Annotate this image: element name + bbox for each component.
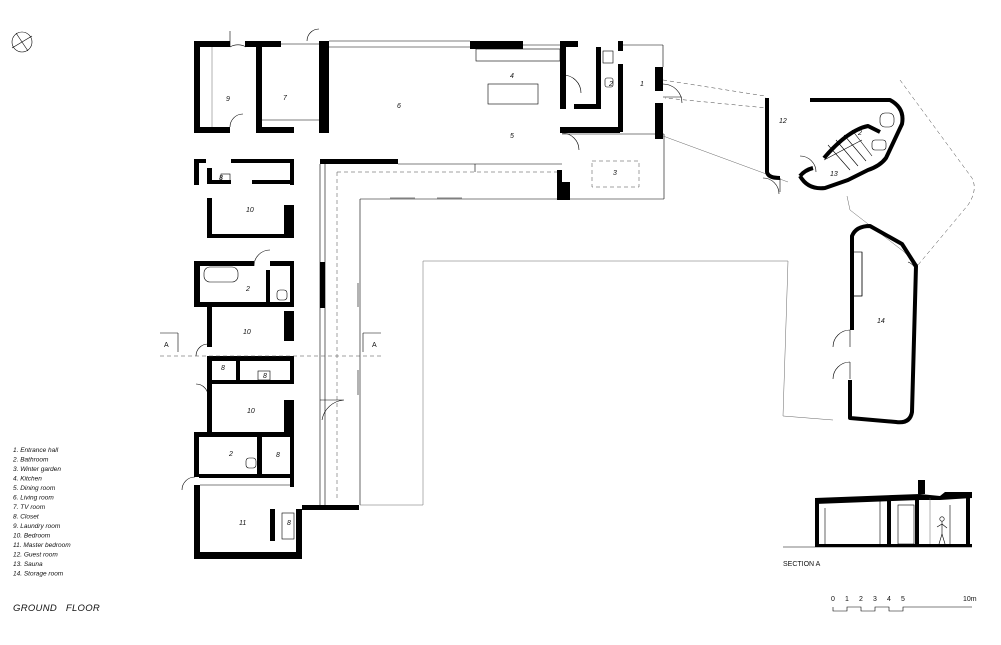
legend-item: 5. Dining room bbox=[13, 485, 56, 492]
room-label: 12 bbox=[779, 118, 787, 125]
scale-end-label: 10m bbox=[963, 596, 977, 603]
legend-item: 1. Entrance hall bbox=[13, 447, 59, 454]
room-label: 8 bbox=[219, 175, 223, 182]
room-label: 10 bbox=[243, 329, 251, 336]
legend-item: 7. TV room bbox=[13, 504, 46, 511]
scale-tick: 1 bbox=[845, 596, 849, 603]
scale-tick: 0 bbox=[831, 596, 835, 603]
scale-tick: 4 bbox=[887, 596, 891, 603]
storage-walls bbox=[832, 224, 918, 425]
room-label: 2 bbox=[245, 286, 250, 293]
west-wing-walls bbox=[181, 28, 359, 559]
section-marker-right: A bbox=[372, 342, 377, 349]
section-marker-left: A bbox=[164, 342, 169, 349]
scale-tick: 3 bbox=[873, 596, 877, 603]
room-label: 9 bbox=[226, 96, 230, 103]
canopy-outline bbox=[662, 79, 975, 266]
room-label: 11 bbox=[239, 520, 246, 527]
room-label: 10 bbox=[246, 207, 254, 214]
room-label: 6 bbox=[397, 103, 401, 110]
room-label: 13 bbox=[830, 171, 838, 178]
legend-item: 13. Sauna bbox=[13, 561, 43, 568]
scale-tick: 5 bbox=[901, 596, 905, 603]
legend-item: 14. Storage room bbox=[13, 571, 64, 578]
legend-item: 2. Bathroom bbox=[12, 457, 49, 464]
legend-item: 6. Living room bbox=[13, 495, 54, 502]
guest-house-walls bbox=[762, 98, 905, 195]
plan-title: GROUND FLOOR bbox=[13, 603, 100, 614]
room-labels: 1 2 3 4 5 6 7 9 8 10 2 10 8 8 10 2 8 11 … bbox=[219, 73, 885, 527]
central-block-walls bbox=[329, 40, 683, 200]
legend-item: 11. Master bedroom bbox=[13, 542, 71, 549]
room-label: 8 bbox=[263, 373, 267, 380]
room-label: 2 bbox=[857, 130, 862, 137]
north-arrow-icon bbox=[11, 31, 33, 53]
room-label: 2 bbox=[608, 81, 613, 88]
room-label: 5 bbox=[510, 133, 514, 140]
section-title: SECTION A bbox=[783, 561, 821, 568]
room-label: 14 bbox=[877, 318, 885, 325]
room-label: 8 bbox=[276, 452, 280, 459]
room-label: 2 bbox=[228, 451, 233, 458]
legend-item: 3. Winter garden bbox=[13, 466, 61, 473]
room-label: 4 bbox=[510, 73, 514, 80]
legend-item: 4. Kitchen bbox=[13, 476, 42, 483]
section-markers: A A bbox=[160, 332, 381, 357]
legend-item: 8. Closet bbox=[13, 514, 40, 521]
scale-tick: 2 bbox=[859, 596, 863, 603]
scale-bar: 0 1 2 3 4 5 10m bbox=[831, 596, 977, 612]
legend: 1. Entrance hall 2. Bathroom 3. Winter g… bbox=[12, 447, 71, 578]
room-label: 8 bbox=[287, 520, 291, 527]
section-drawing: SECTION A bbox=[783, 480, 972, 568]
person-figure-icon bbox=[936, 516, 948, 545]
legend-item: 10. Bedroom bbox=[13, 533, 51, 540]
courtyard-lines bbox=[319, 159, 834, 506]
room-label: 8 bbox=[221, 365, 225, 372]
legend-item: 9. Laundry room bbox=[13, 523, 61, 530]
room-label: 3 bbox=[613, 170, 617, 177]
legend-item: 12. Guest room bbox=[13, 552, 58, 559]
room-label: 10 bbox=[247, 408, 255, 415]
room-label: 1 bbox=[640, 81, 644, 88]
room-label: 7 bbox=[283, 95, 288, 102]
